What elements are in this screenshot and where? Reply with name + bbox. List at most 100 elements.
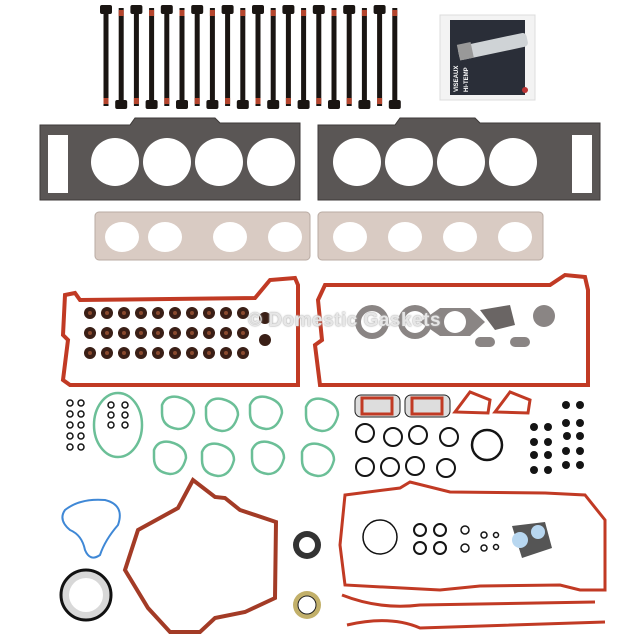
head-bolt [100, 5, 112, 106]
o-ring [66, 432, 74, 440]
head-bolt [206, 8, 219, 109]
o-ring [408, 425, 428, 445]
o-ring [66, 399, 74, 407]
sealant-tube: VISEAUX HI-TEMP [439, 14, 536, 101]
head-bolt [145, 8, 158, 109]
cam-seal [293, 591, 321, 619]
exhaust-port-gaskets [355, 305, 555, 347]
valve-cover-gasket-left [60, 275, 300, 387]
head-bolt [115, 8, 128, 109]
head-bolt [160, 5, 173, 106]
o-ring [480, 531, 488, 539]
o-ring-small [576, 401, 584, 409]
o-ring [480, 544, 488, 552]
o-ring [66, 443, 74, 451]
rear-main-seal [59, 568, 113, 622]
o-ring [107, 421, 115, 429]
intake-port-gasket [200, 442, 236, 478]
intake-port-gasket [204, 397, 240, 433]
o-ring [121, 421, 129, 429]
o-ring [107, 401, 115, 409]
o-ring-small [576, 432, 584, 440]
oil-pump-oring [362, 519, 398, 555]
o-ring [380, 457, 400, 477]
o-ring [460, 543, 470, 553]
o-ring [77, 410, 85, 418]
o-ring [413, 523, 427, 537]
o-ring [66, 410, 74, 418]
head-bolt [221, 5, 234, 106]
green-oring-large [92, 391, 144, 459]
o-ring-small [544, 423, 552, 431]
valve-stem-seal [259, 312, 271, 324]
o-ring [492, 543, 500, 551]
head-bolt [358, 8, 371, 109]
blue-oring [61, 498, 121, 559]
sealant-brand: VISEAUX [454, 66, 460, 92]
sealant-label: HI-TEMP [464, 67, 470, 92]
oil-pan-gasket [338, 480, 607, 592]
water-outlet-gaskets [354, 390, 532, 418]
intake-port-gasket [304, 397, 340, 433]
o-ring [355, 423, 375, 443]
head-bolt [297, 8, 310, 109]
o-ring-small [576, 461, 584, 469]
o-ring [77, 399, 85, 407]
o-ring [77, 421, 85, 429]
o-ring-small [530, 438, 538, 446]
head-bolt [236, 8, 249, 109]
o-ring-small [563, 432, 571, 440]
o-ring-small [544, 451, 552, 459]
o-ring-small [544, 466, 552, 474]
head-bolt [388, 8, 401, 109]
oil-pan-rail-gasket-2 [346, 619, 606, 630]
o-ring [77, 432, 85, 440]
o-ring-small [576, 447, 584, 455]
o-ring [439, 427, 459, 447]
head-bolt [328, 8, 340, 109]
valve-stem-seal [259, 334, 271, 346]
o-ring-small [562, 401, 570, 409]
o-rings [66, 399, 584, 555]
head-bolt [252, 5, 264, 106]
o-ring-small [530, 423, 538, 431]
o-ring-small [530, 466, 538, 474]
intake-gaskets [152, 395, 340, 478]
timing-cover-gasket [122, 476, 279, 634]
valve-stem-seals [84, 307, 271, 359]
o-ring-small [562, 447, 570, 455]
o-ring [470, 428, 504, 462]
o-ring-small [544, 438, 552, 446]
exhaust-gasket-left [94, 211, 311, 261]
intake-port-gasket [160, 395, 196, 431]
watermark: © Domestic Gaskets [248, 310, 442, 331]
head-bolt [373, 5, 386, 106]
front-crank-seal [293, 531, 321, 559]
exhaust-gasket-right [317, 211, 544, 261]
head-bolt [282, 5, 295, 106]
o-ring [107, 411, 115, 419]
o-ring [121, 411, 129, 419]
o-ring [433, 541, 447, 555]
o-ring [405, 456, 425, 476]
head-bolt [343, 5, 356, 106]
intake-port-gasket [300, 442, 336, 478]
o-ring [433, 523, 447, 537]
o-ring [383, 427, 403, 447]
head-gasket-right [317, 117, 601, 201]
o-ring-small [576, 419, 584, 427]
intake-port-gasket [152, 440, 188, 476]
o-ring [460, 525, 470, 535]
intake-port-gasket [250, 440, 286, 476]
head-bolt [267, 8, 280, 109]
head-bolt [176, 8, 188, 109]
head-bolt [191, 5, 204, 106]
o-ring [436, 458, 456, 478]
head-bolts [100, 5, 401, 109]
o-ring [77, 443, 85, 451]
o-ring [413, 541, 427, 555]
o-ring [121, 401, 129, 409]
o-ring-small [530, 451, 538, 459]
head-bolt [130, 5, 143, 106]
